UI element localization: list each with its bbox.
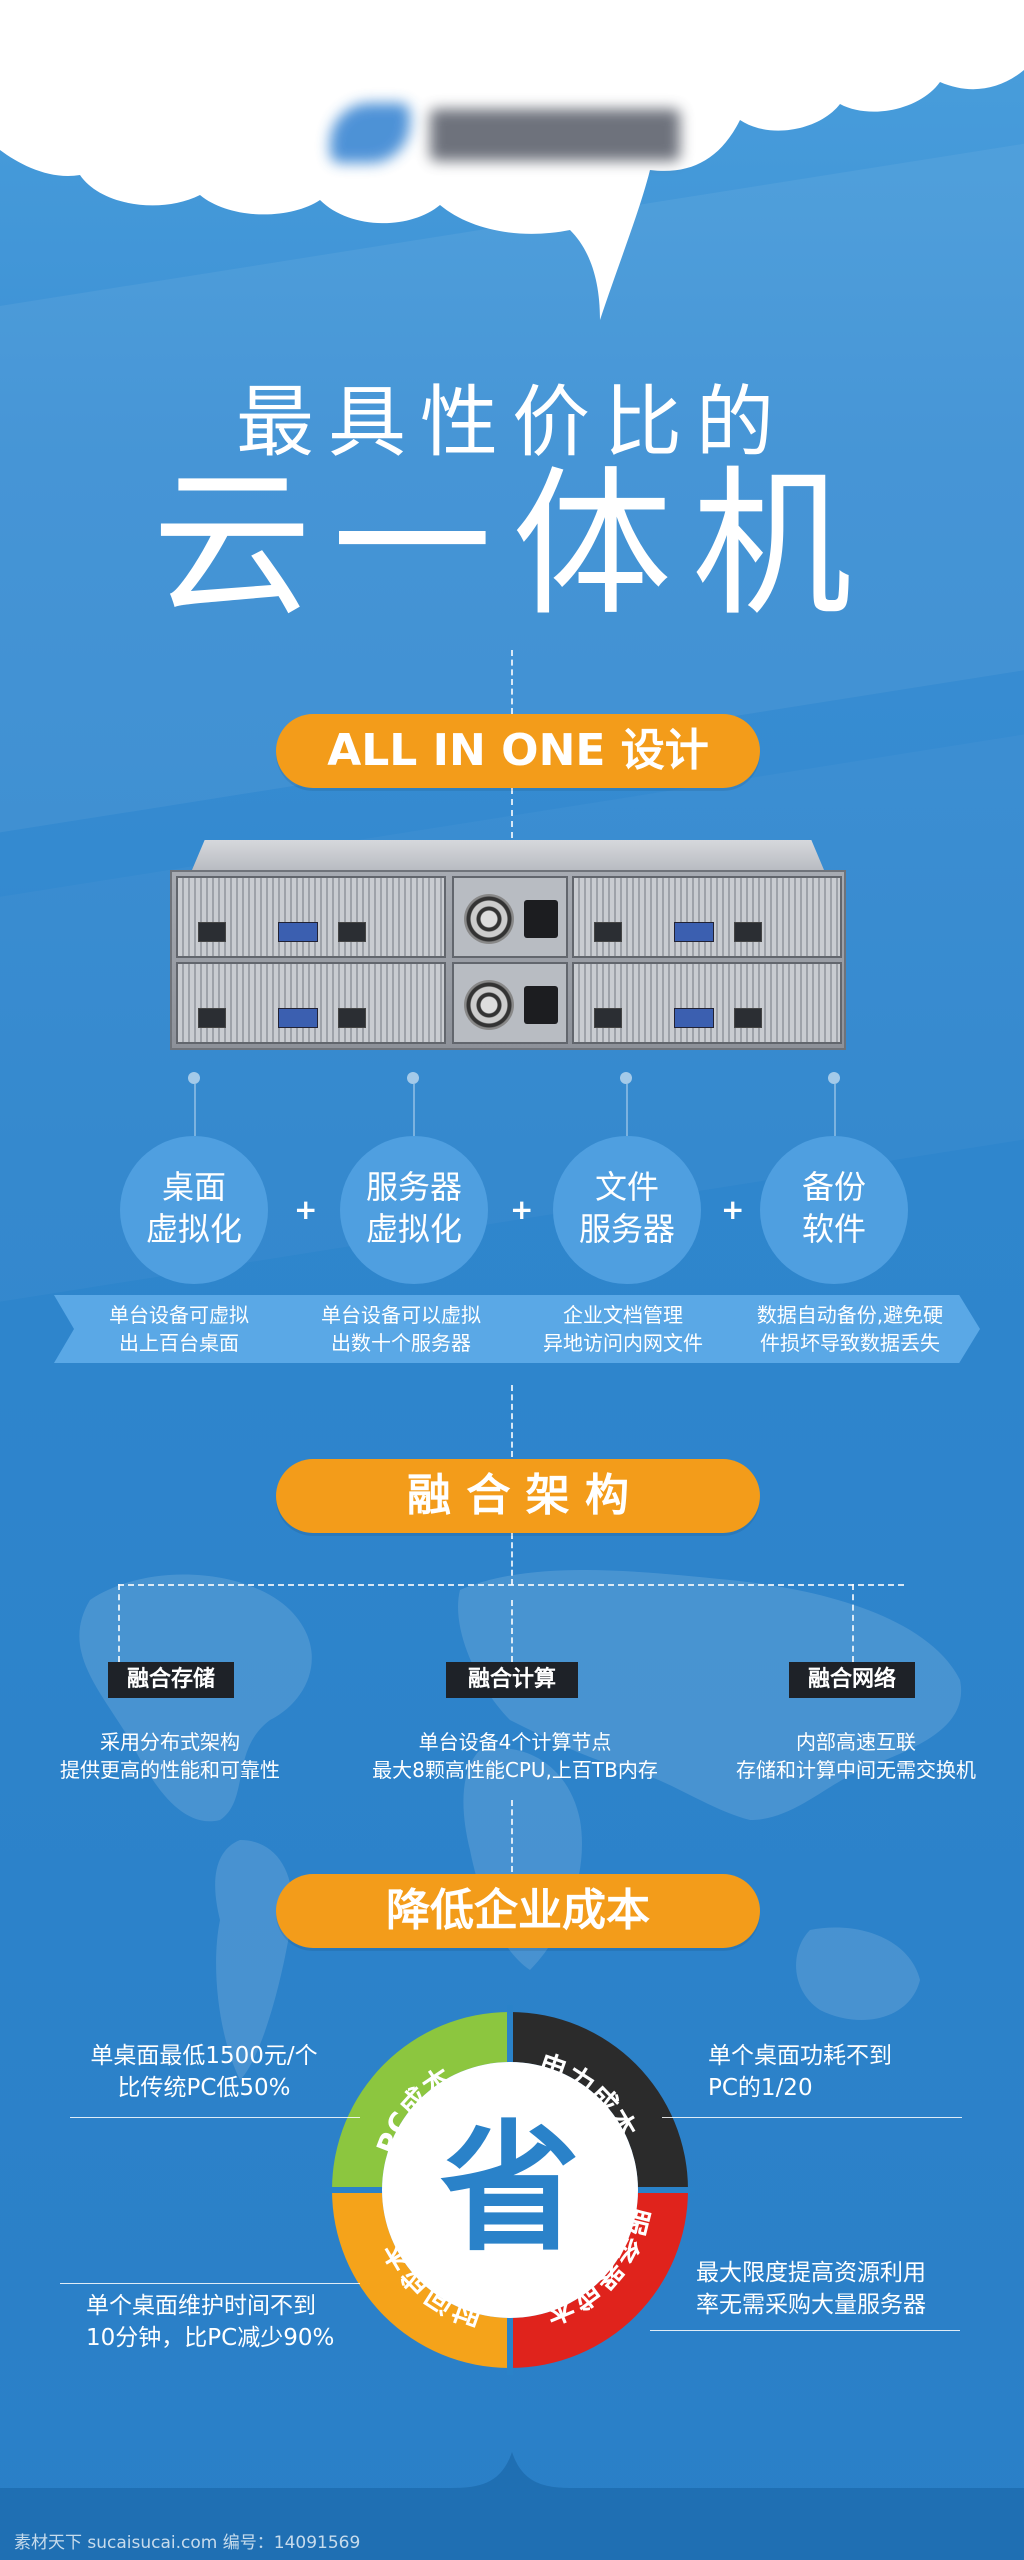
plus-sign: + — [721, 1193, 745, 1226]
desc-converged-compute: 单台设备4个计算节点 最大8颗高性能CPU,上百TB内存 — [372, 1730, 658, 1782]
note-pc-cost: 单桌面最低1500元/个 比传统PC低50% — [90, 2043, 318, 2101]
donut-center-text: 省 — [440, 2108, 580, 2271]
server-image — [170, 840, 846, 1060]
dashed-connector — [511, 1800, 513, 1872]
section-pill-reduce-cost: 降低企业成本 — [276, 1874, 760, 1948]
connector-line — [413, 1084, 415, 1136]
feature-label: 备份 软件 — [801, 1168, 866, 1248]
connector-dot — [620, 1072, 632, 1084]
section-pill-all-in-one: ALL IN ONE 设计 — [276, 714, 760, 788]
footer-notch — [452, 2452, 572, 2492]
tag-converged-network: 融合网络 — [789, 1662, 915, 1698]
note-connector-line — [662, 2117, 962, 2118]
connector-dot — [407, 1072, 419, 1084]
connector-dot — [828, 1072, 840, 1084]
feature-circle-file-server: 文件 服务器 — [553, 1136, 701, 1284]
connector-line — [834, 1084, 836, 1136]
watermark-text: 素材天下 sucaisucai.com 编号：14091569 — [14, 2533, 361, 2553]
segment-power-cost — [510, 2012, 688, 2190]
feature-label: 文件 服务器 — [578, 1168, 675, 1248]
feature-desc-file-server: 企业文档管理 异地访问内网文件 — [498, 1295, 748, 1363]
segment-server-cost — [510, 2190, 688, 2368]
tag-converged-storage: 融合存储 — [108, 1662, 234, 1698]
feature-label: 服务器 虚拟化 — [365, 1168, 462, 1248]
connector-line — [194, 1084, 196, 1136]
note-connector-line — [650, 2330, 960, 2331]
note-server-cost: 最大限度提高资源利用 率无需采购大量服务器 — [696, 2260, 926, 2318]
feature-circle-desktop-virtualization: 桌面 虚拟化 — [120, 1136, 268, 1284]
section-pill-converged-architecture: 融 合 架 构 — [276, 1459, 760, 1533]
feature-desc-backup-software: 数据自动备份,避免硬 件损坏导致数据丢失 — [720, 1295, 980, 1363]
feature-desc-server-virtualization: 单台设备可以虚拟 出数十个服务器 — [276, 1295, 526, 1363]
dashed-branch-line — [118, 1584, 904, 1586]
plus-sign: + — [294, 1193, 318, 1226]
footer-band — [0, 2488, 1024, 2560]
connector-line — [626, 1084, 628, 1136]
dashed-connector — [852, 1584, 854, 1662]
dashed-connector — [511, 1533, 513, 1585]
feature-circle-backup-software: 备份 软件 — [760, 1136, 908, 1284]
note-power-cost: 单个桌面功耗不到 PC的1/20 — [708, 2043, 892, 2101]
plus-sign: + — [510, 1193, 534, 1226]
feature-label: 桌面 虚拟化 — [145, 1168, 242, 1248]
feature-circle-server-virtualization: 服务器 虚拟化 — [340, 1136, 488, 1284]
world-map-graphic — [79, 1570, 962, 2080]
company-logo — [330, 95, 700, 175]
note-connector-line — [70, 2117, 360, 2118]
note-connector-line — [60, 2283, 360, 2284]
dashed-connector — [511, 650, 513, 714]
headline-line1: 最具性价比的 — [235, 378, 788, 468]
feature-desc-desktop-virtualization: 单台设备可虚拟 出上百台桌面 — [54, 1295, 304, 1363]
segment-time-cost — [332, 2190, 510, 2368]
note-time-cost: 单个桌面维护时间不到 10分钟，比PC减少90% — [86, 2293, 335, 2351]
dashed-connector — [118, 1584, 120, 1662]
segment-pc-cost — [332, 2012, 510, 2190]
dashed-connector — [511, 788, 513, 838]
tag-converged-compute: 融合计算 — [446, 1662, 578, 1698]
connector-dot — [188, 1072, 200, 1084]
headline-line2: 云一体机 — [151, 451, 872, 638]
desc-converged-network: 内部高速互联 存储和计算中间无需交换机 — [736, 1730, 976, 1782]
dashed-connector — [511, 1600, 513, 1662]
desc-converged-storage: 采用分布式架构 提供更高的性能和可靠性 — [60, 1730, 280, 1782]
dashed-connector — [511, 1385, 513, 1457]
speech-cloud — [0, 0, 1024, 320]
cost-donut-graphic: PC成本 电力成本 服务器成本 时间成本 省 — [325, 2005, 695, 2375]
